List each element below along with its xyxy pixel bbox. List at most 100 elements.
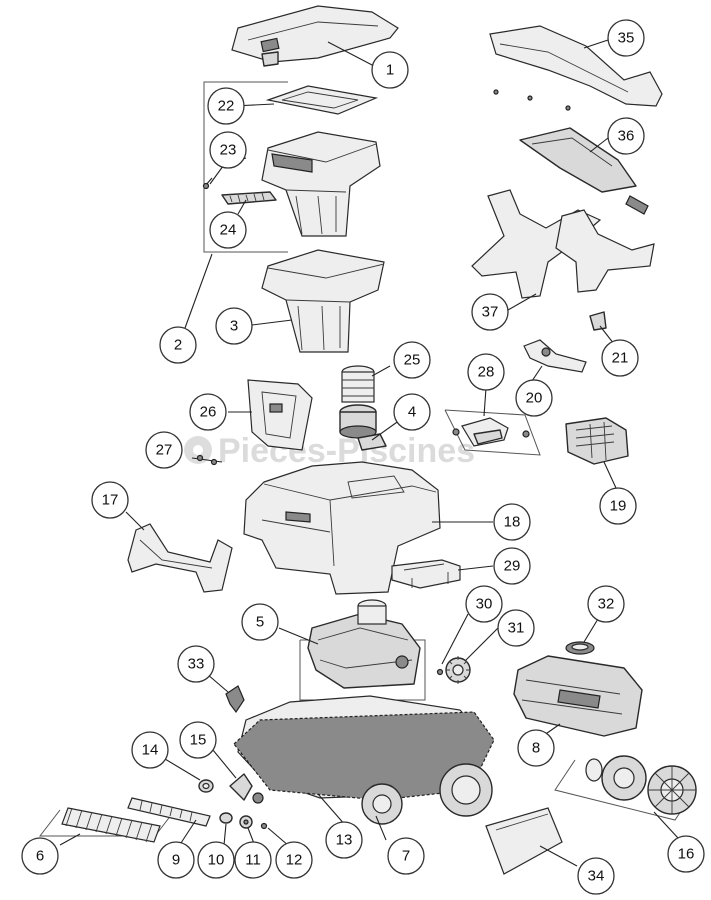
svg-text:22: 22: [218, 98, 235, 115]
part-32-clip: [565, 641, 595, 655]
svg-text:24: 24: [220, 222, 237, 239]
part-36-handle-inner: [519, 127, 649, 215]
svg-text:15: 15: [190, 732, 207, 749]
part-14-washer: [198, 779, 214, 793]
part-7-track-wheels: [233, 711, 495, 825]
part-19-grid-block: [565, 417, 629, 465]
svg-text:7: 7: [402, 848, 410, 865]
callout-26: 26: [189, 393, 227, 431]
frame-group-28: [444, 409, 541, 456]
svg-text:34: 34: [588, 868, 605, 885]
callout-13: 13: [325, 821, 363, 859]
svg-text:36: 36: [618, 128, 635, 145]
svg-text:8: 8: [532, 740, 540, 757]
svg-text:20: 20: [526, 390, 543, 407]
callout-4: 4: [393, 393, 431, 431]
part-9-brush-roller: [127, 797, 211, 827]
part-12-screw: [260, 822, 268, 830]
callout-5: 5: [241, 603, 279, 641]
svg-text:19: 19: [610, 498, 627, 515]
part-3-filter-body: [261, 249, 385, 353]
part-15-bracket: [229, 773, 264, 804]
part-17-bumper: [127, 523, 233, 593]
svg-text:30: 30: [476, 596, 493, 613]
callout-2: 2: [159, 326, 197, 364]
part-4-fitting: [357, 433, 387, 451]
callout-7: 7: [387, 837, 425, 875]
part-18-main-body: [243, 461, 441, 595]
callout-34: 34: [577, 857, 615, 895]
callout-1: 1: [371, 51, 409, 89]
svg-text:33: 33: [188, 656, 205, 673]
callout-12: 12: [275, 841, 313, 879]
callout-22: 22: [207, 87, 245, 125]
part-26-filter-door: [247, 379, 313, 451]
part-8-motor-housing: [513, 655, 643, 737]
part-30-screw: [436, 668, 444, 676]
svg-text:17: 17: [102, 492, 119, 509]
svg-text:10: 10: [208, 852, 225, 869]
callout-3: 3: [215, 307, 253, 345]
svg-text:9: 9: [172, 852, 180, 869]
svg-text:16: 16: [678, 846, 695, 863]
part-27-screws: [191, 454, 223, 466]
callout-24: 24: [209, 211, 247, 249]
svg-text:6: 6: [36, 848, 44, 865]
svg-text:3: 3: [230, 318, 238, 335]
svg-text:25: 25: [404, 352, 421, 369]
part-1-top-cover: [231, 5, 399, 67]
svg-text:18: 18: [504, 514, 521, 531]
callout-25: 25: [393, 341, 431, 379]
part-2-filter-basket: [261, 131, 381, 237]
part-22-filter-frame: [265, 85, 379, 115]
part-33-hook: [225, 685, 245, 714]
part-24-filter-mesh: [221, 191, 277, 205]
part-37-handle-arms: [471, 189, 655, 299]
svg-text:5: 5: [256, 614, 264, 631]
callout-28: 28: [467, 353, 505, 391]
part-31-gear: [445, 656, 471, 684]
part-23-pin: [202, 177, 213, 190]
callout-37: 37: [471, 293, 509, 331]
part-5-motor-block: [307, 599, 421, 689]
callout-20: 20: [515, 379, 553, 417]
svg-text:4: 4: [408, 404, 416, 421]
svg-text:28: 28: [478, 364, 495, 381]
callout-6: 6: [21, 837, 59, 875]
callout-33: 33: [177, 645, 215, 683]
callout-18: 18: [493, 503, 531, 541]
part-10-bushing: [219, 812, 233, 824]
callout-17: 17: [91, 481, 129, 519]
callout-23: 23: [209, 131, 247, 169]
svg-text:35: 35: [618, 30, 635, 47]
svg-text:29: 29: [504, 558, 521, 575]
callout-14: 14: [131, 731, 169, 769]
callout-35: 35: [607, 19, 645, 57]
leader-lines: [59, 39, 679, 867]
frame-group-2: [203, 81, 288, 253]
part-35-handle-top: [489, 25, 663, 111]
callout-31: 31: [497, 609, 535, 647]
callout-9: 9: [157, 841, 195, 879]
callout-8: 8: [517, 729, 555, 767]
part-25-impeller: [339, 365, 377, 439]
svg-text:37: 37: [482, 304, 499, 321]
part-34-front-panel: [485, 807, 563, 875]
watermark-gear-icon: [184, 436, 212, 464]
callout-36: 36: [607, 117, 645, 155]
svg-text:13: 13: [336, 832, 353, 849]
callout-29: 29: [493, 547, 531, 585]
callout-30: 30: [465, 585, 503, 623]
svg-text:21: 21: [612, 350, 629, 367]
frame-group-6: [38, 809, 176, 837]
svg-text:32: 32: [598, 596, 615, 613]
callout-19: 19: [599, 487, 637, 525]
svg-text:14: 14: [142, 742, 159, 759]
svg-text:23: 23: [220, 142, 237, 159]
callout-15: 15: [179, 721, 217, 759]
callout-11: 11: [234, 841, 272, 879]
part-11-small-gear: [239, 815, 253, 829]
part-20-elbow: [523, 339, 587, 373]
callout-21: 21: [601, 339, 639, 377]
svg-text:26: 26: [200, 404, 217, 421]
